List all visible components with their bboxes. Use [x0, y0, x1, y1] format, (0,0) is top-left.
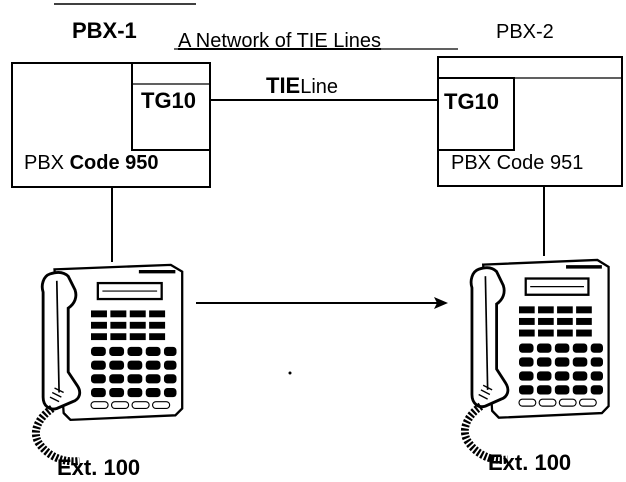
pbx1-extension: Ext. 100	[57, 455, 140, 480]
pbx2-trunk-group: TG10	[444, 89, 499, 114]
pbx2-name: PBX-2	[496, 21, 554, 43]
pbx1-code-value: Code 950	[70, 152, 159, 174]
tie-line-label: TIELine	[266, 73, 338, 98]
telephone-icon-left	[36, 265, 182, 462]
diagram-title: A Network of TIE Lines	[178, 30, 381, 52]
telephone-icon-right	[465, 260, 609, 460]
pbx1-code-prefix: PBX	[24, 152, 70, 174]
dot-mark	[288, 371, 292, 375]
pbx1-name: PBX-1	[72, 18, 137, 43]
tie-label-rest: Line	[300, 76, 338, 98]
pbx1-trunk-group: TG10	[141, 88, 196, 113]
arrow-right-icon	[434, 297, 448, 309]
tie-label-bold: TIE	[266, 73, 300, 98]
pbx1-code: PBX Code 950	[24, 152, 159, 174]
pbx2-extension: Ext. 100	[488, 450, 571, 475]
pbx1-trunk-port	[131, 62, 211, 151]
pbx2-code: PBX Code 951	[451, 152, 583, 174]
